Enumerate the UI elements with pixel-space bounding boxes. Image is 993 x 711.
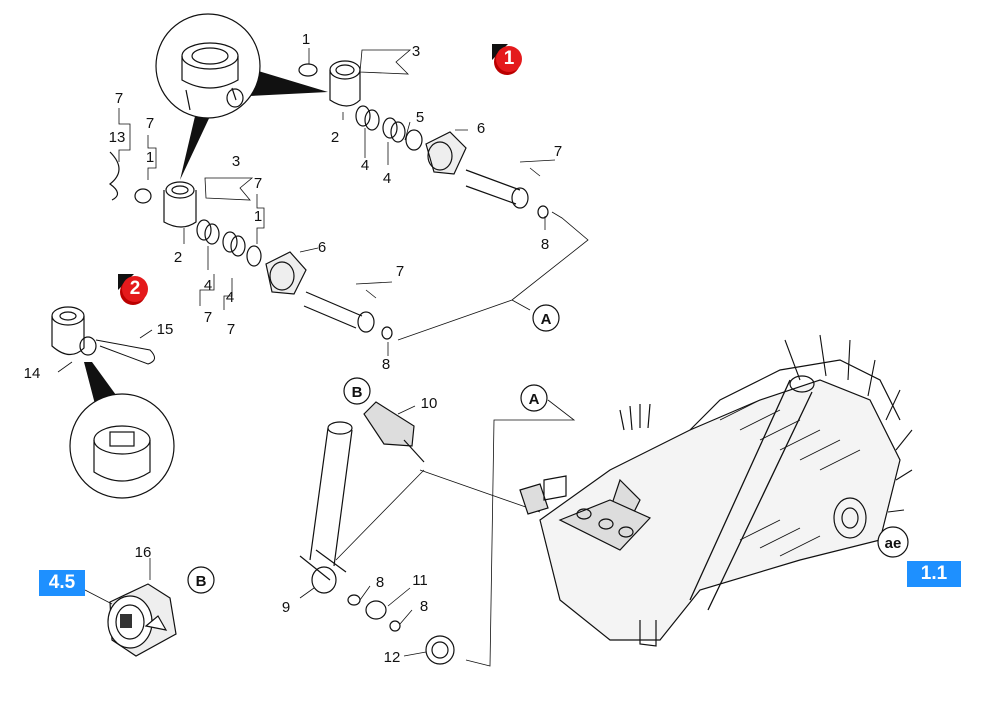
callout-6: 6 (477, 120, 485, 137)
callout-4: 4 (204, 277, 212, 294)
callout-7: 7 (115, 90, 123, 107)
callout-7: 7 (204, 309, 212, 326)
callout-4: 4 (226, 289, 234, 306)
callout-10: 10 (421, 395, 438, 412)
marker-1-label: 1 (496, 46, 522, 72)
marker-1: 1 (492, 44, 522, 74)
callout-11: 11 (412, 572, 428, 589)
pipe-assembly (299, 399, 576, 667)
callout-5: 5 (416, 109, 424, 126)
callout-15: 15 (157, 321, 174, 338)
detail-zoom-top (155, 13, 328, 180)
callout-8: 8 (376, 574, 384, 591)
callout-3: 3 (232, 153, 240, 170)
reference-lines-a (397, 211, 589, 341)
callout-6: 6 (318, 239, 326, 256)
badge-4-5-link[interactable]: 4.5 (39, 570, 85, 596)
callout-4: 4 (361, 157, 369, 174)
callout-1: 1 (302, 31, 310, 48)
callout-7: 7 (254, 175, 262, 192)
ref-circle-b-upper: B (343, 377, 371, 405)
ref-circle-b-lower: B (187, 566, 215, 594)
valve-assembly-upper (298, 49, 556, 219)
callout-7: 7 (554, 143, 562, 160)
ref-circle-a-lower: A (520, 384, 548, 412)
callout-9: 9 (282, 599, 290, 616)
callout-1: 1 (254, 208, 262, 225)
leader-lines (57, 48, 546, 657)
pump-motor-unit (519, 334, 913, 647)
callout-4: 4 (383, 170, 391, 187)
callout-7: 7 (396, 263, 404, 280)
ref-label-a-lower: A (529, 391, 540, 408)
callout-3: 3 (412, 43, 420, 60)
callout-2: 2 (174, 249, 182, 266)
ref-circle-a-upper: A (532, 304, 560, 332)
callout-7: 7 (227, 321, 235, 338)
callout-12: 12 (384, 649, 401, 666)
callouts: 1 3 2 4 4 5 6 7 8 7 13 7 1 3 7 1 2 4 4 7… (24, 31, 563, 666)
callout-1: 1 (146, 149, 154, 166)
callout-7: 7 (146, 115, 154, 132)
ref-label-ae: ae (885, 535, 902, 552)
bracket-assembly (51, 306, 175, 499)
callout-8: 8 (541, 236, 549, 253)
callout-2: 2 (331, 129, 339, 146)
callout-14: 14 (24, 365, 41, 382)
callout-8: 8 (382, 356, 390, 373)
ref-label-a-upper: A (541, 311, 552, 328)
callout-13: 13 (109, 129, 126, 146)
marker-2: 2 (118, 274, 148, 304)
callout-16: 16 (135, 544, 152, 561)
marker-2-label: 2 (122, 276, 148, 302)
badge-1-1-link[interactable]: 1.1 (907, 561, 961, 587)
ref-circle-ae: ae (877, 526, 909, 558)
valve-assembly-lower (108, 151, 393, 340)
ref-label-b-upper: B (352, 384, 363, 401)
fitting-part-16 (107, 583, 177, 657)
ref-label-b-lower: B (196, 573, 207, 590)
callout-8: 8 (420, 598, 428, 615)
